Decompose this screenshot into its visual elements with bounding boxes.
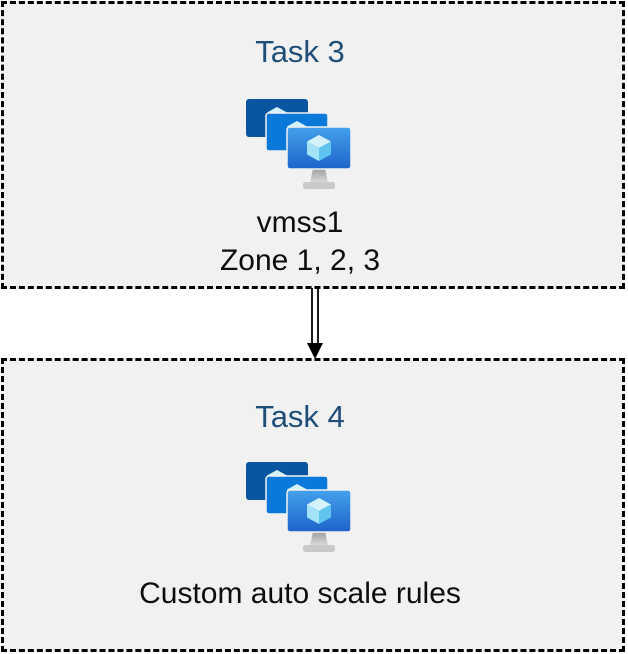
task3-title: Task 3 [255, 34, 345, 69]
task4-caption-line1: Custom auto scale rules [139, 577, 461, 610]
task3-box: Task 3 [1, 1, 625, 289]
vm-scale-sets-icon [246, 99, 352, 189]
task4-caption: Custom auto scale rules [139, 575, 461, 613]
task4-title: Task 4 [255, 399, 345, 434]
flow-arrow-down-icon [307, 288, 323, 359]
task4-box: Task 4 [1, 358, 625, 652]
task4-content: Task 4 [4, 361, 596, 649]
task3-caption: vmss1 Zone 1, 2, 3 [220, 204, 380, 280]
task3-caption-line2: Zone 1, 2, 3 [219, 244, 381, 277]
vm-scale-sets-icon [246, 462, 352, 552]
task3-caption-line1: vmss1 [256, 206, 344, 239]
task3-content: Task 3 [4, 4, 596, 286]
